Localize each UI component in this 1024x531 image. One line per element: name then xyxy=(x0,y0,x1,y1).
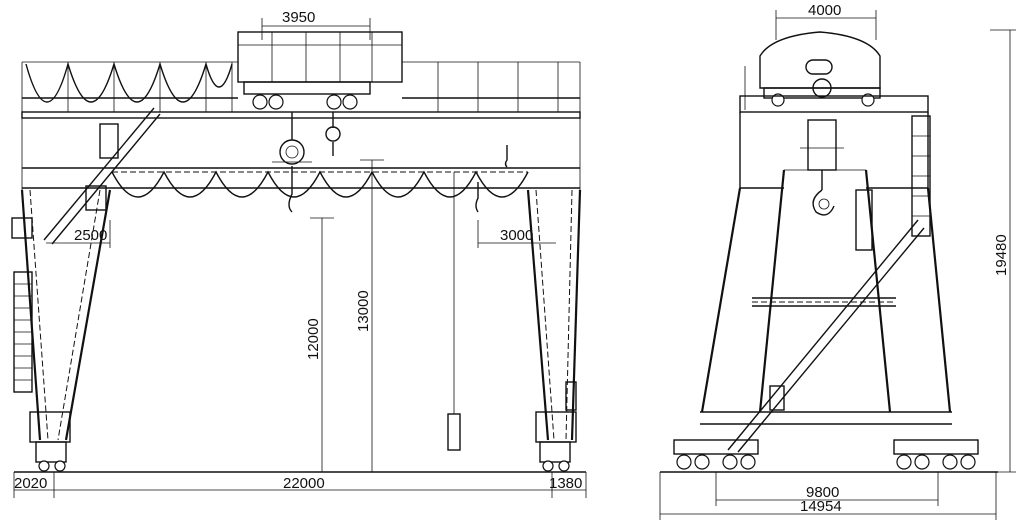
pendant-control xyxy=(447,172,461,451)
dim-text-12000: 12000 xyxy=(305,318,322,360)
dim-text-22000: 22000 xyxy=(283,475,325,492)
dim-lift-aux: 13000 xyxy=(355,159,384,472)
dim-right-cantilever: 3000 xyxy=(477,220,556,248)
dim-text-9800: 9800 xyxy=(806,484,839,501)
side-hook xyxy=(800,78,844,216)
dim-text-14954: 14954 xyxy=(800,498,842,515)
dim-lift-main: 12000 xyxy=(305,217,334,472)
dim-text-2500: 2500 xyxy=(74,227,107,244)
dim-text-4000: 4000 xyxy=(808,2,841,19)
dim-span: 2020 22000 1380 xyxy=(13,471,587,498)
side-view: 4000 19480 9800 14954 xyxy=(659,2,1016,520)
side-trolley xyxy=(744,31,881,110)
side-girder xyxy=(739,95,931,237)
dim-text-1380: 1380 xyxy=(549,475,582,492)
main-hook xyxy=(272,112,508,213)
dim-text-2020: 2020 xyxy=(14,475,47,492)
dim-side-trolley: 4000 xyxy=(775,2,877,40)
side-legs xyxy=(700,169,952,453)
dim-front-trolley: 3950 xyxy=(261,9,371,40)
dim-total-height: 19480 xyxy=(990,29,1016,473)
left-leg xyxy=(11,107,161,472)
dim-text-3950: 3950 xyxy=(282,9,315,26)
dim-text-13000: 13000 xyxy=(355,290,372,332)
dim-text-19480: 19480 xyxy=(993,234,1010,276)
dim-text-3000: 3000 xyxy=(500,227,533,244)
dim-left-cantilever: 2500 xyxy=(46,220,111,248)
front-view: 3950 2500 3000 12000 13000 xyxy=(11,9,587,498)
dim-wheel-base: 9800 xyxy=(715,472,939,506)
right-leg xyxy=(526,189,582,472)
trolley xyxy=(237,31,403,110)
side-bogies xyxy=(660,439,998,473)
dim-total-width: 14954 xyxy=(659,472,997,520)
